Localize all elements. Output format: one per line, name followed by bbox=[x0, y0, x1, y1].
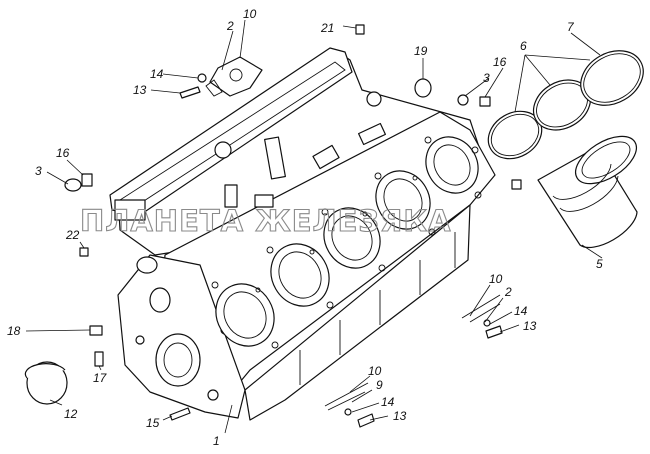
small-parts bbox=[64, 24, 522, 428]
callout-labels: 1 2 2 3 3 5 6 7 9 10 10 10 12 13 13 13 1… bbox=[7, 7, 603, 448]
leader-lines bbox=[25, 19, 603, 434]
callout-10: 10 bbox=[243, 7, 257, 21]
callout-22: 22 bbox=[65, 228, 80, 242]
callout-13: 13 bbox=[393, 409, 407, 423]
callout-2: 2 bbox=[504, 285, 512, 299]
callout-16: 16 bbox=[56, 146, 70, 160]
callout-9: 9 bbox=[376, 378, 383, 392]
callout-21: 21 bbox=[320, 21, 334, 35]
watermark-text: ПЛАНЕТА ЖЕЛЕЗЯКА bbox=[80, 204, 452, 238]
callout-14: 14 bbox=[514, 304, 528, 318]
callout-13: 13 bbox=[523, 319, 537, 333]
callout-5: 5 bbox=[596, 257, 603, 271]
callout-10: 10 bbox=[489, 272, 503, 286]
callout-2: 2 bbox=[226, 19, 234, 33]
callout-16: 16 bbox=[493, 55, 507, 69]
callout-13: 13 bbox=[133, 83, 147, 97]
callout-1: 1 bbox=[213, 434, 220, 448]
callout-18: 18 bbox=[7, 324, 21, 338]
cylinder-block bbox=[109, 47, 496, 421]
cylinder-liner bbox=[537, 135, 638, 249]
callout-14: 14 bbox=[381, 395, 395, 409]
callout-7: 7 bbox=[567, 20, 575, 34]
callout-6: 6 bbox=[520, 39, 527, 53]
callout-14: 14 bbox=[150, 67, 164, 81]
callout-3: 3 bbox=[35, 164, 42, 178]
callout-12: 12 bbox=[64, 407, 78, 421]
callout-19: 19 bbox=[414, 44, 428, 58]
plug-cover bbox=[24, 361, 68, 405]
callout-17: 17 bbox=[93, 371, 108, 385]
seal-rings bbox=[487, 50, 644, 160]
callout-15: 15 bbox=[146, 416, 160, 430]
callout-10: 10 bbox=[368, 364, 382, 378]
callout-3: 3 bbox=[483, 71, 490, 85]
